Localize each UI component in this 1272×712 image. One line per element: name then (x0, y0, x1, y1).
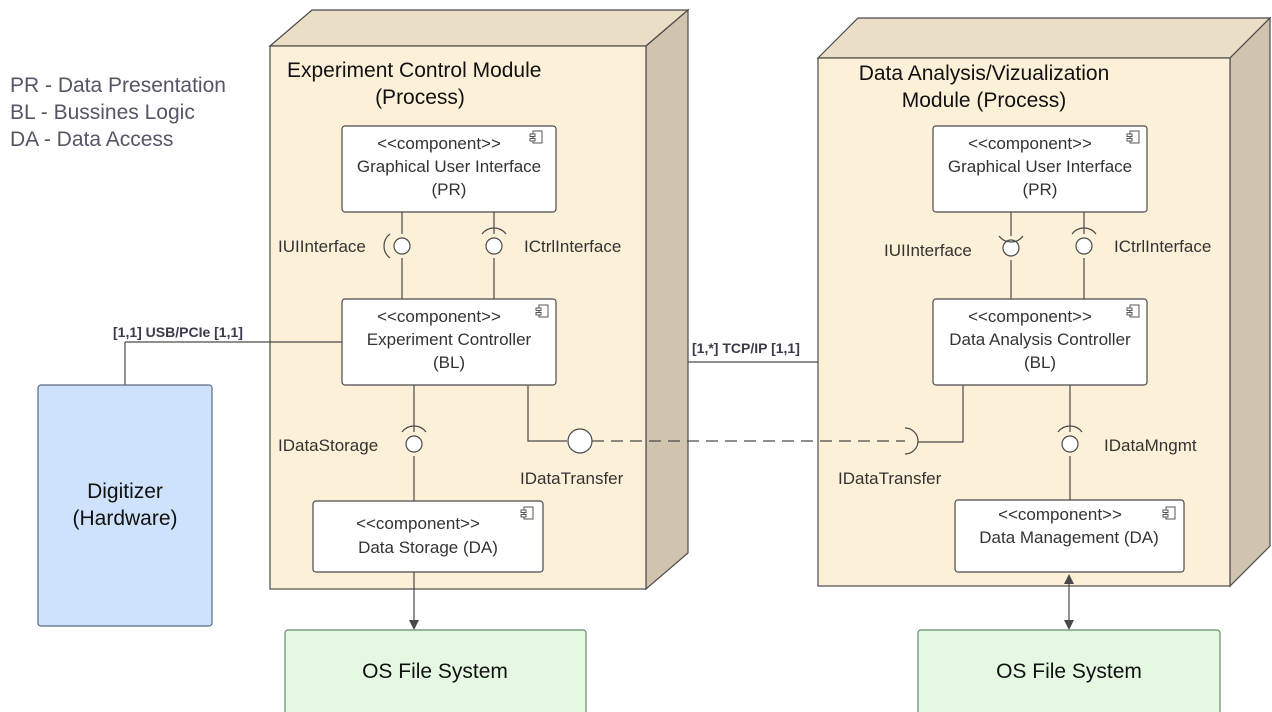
filesystem-label: OS File System (996, 660, 1142, 683)
component-layer: (PR) (432, 180, 467, 199)
component-icon (1126, 304, 1140, 318)
usb-multiplicity-label: [1,1] USB/PCIe [1,1] (113, 324, 243, 340)
interface-ball (393, 237, 411, 255)
legend-line-pr: PR - Data Presentation (10, 74, 226, 97)
node-subtitle: Module (Process) (902, 89, 1067, 112)
filesystem-left[interactable]: OS File System (284, 629, 587, 712)
legend-line-da: DA - Data Access (10, 128, 173, 151)
component-name: Graphical User Interface (948, 157, 1132, 176)
node-title: Data Analysis/Vizualization (859, 62, 1110, 85)
interface-ball (405, 435, 423, 453)
tcp-multiplicity-label: [1,*] TCP/IP [1,1] (692, 340, 800, 356)
interface-ball (1075, 237, 1093, 255)
component-icon (529, 130, 543, 144)
component-layer: (BL) (433, 353, 465, 372)
left-connectors (401, 212, 567, 501)
component-name: Experiment Controller (367, 330, 532, 349)
interface-ball (1002, 239, 1020, 257)
component-stereotype: <<component>> (377, 307, 501, 326)
legend-line-bl: BL - Bussines Logic (10, 101, 195, 124)
node-side-face (1229, 16, 1271, 588)
component-stereotype: <<component>> (968, 307, 1092, 326)
component-stereotype: <<component>> (968, 134, 1092, 153)
component-icon (535, 304, 549, 318)
component-stereotype: <<component>> (998, 505, 1122, 524)
component-data-analysis-controller[interactable]: <<component>> Data Analysis Controller (… (932, 298, 1148, 386)
hardware-name: Digitizer (87, 480, 163, 503)
component-right-gui[interactable]: <<component>> Graphical User Interface (… (932, 125, 1148, 213)
filesystem-label: OS File System (362, 660, 508, 683)
mgmt-fs-bidirectional-arrow (1064, 574, 1074, 630)
component-name: Graphical User Interface (357, 157, 541, 176)
component-left-gui[interactable]: <<component>> Graphical User Interface (… (341, 125, 557, 213)
node-top-face (268, 9, 690, 47)
interface-label-right-ctrl: ICtrlInterface (1114, 237, 1211, 256)
component-stereotype: <<component>> (377, 134, 501, 153)
component-name: Data Management (DA) (979, 528, 1159, 547)
hardware-digitizer[interactable]: Digitizer (Hardware) (37, 341, 342, 627)
interface-symbols (383, 227, 1097, 455)
right-connectors (918, 212, 1085, 500)
interface-ball (485, 237, 503, 255)
interface-label-left-ctrl: ICtrlInterface (524, 237, 621, 256)
storage-to-fs-arrow (409, 572, 419, 630)
interface-label-left-transfer: IDataTransfer (520, 469, 624, 488)
node-top-face (816, 17, 1272, 59)
filesystem-right[interactable]: OS File System (917, 629, 1221, 712)
component-name: Data Storage (DA) (358, 538, 498, 557)
interface-ball (1061, 435, 1079, 453)
interface-ball (567, 428, 593, 454)
interface-label-left-ui: IUIInterface (278, 237, 366, 256)
node-title: Experiment Control Module (287, 59, 541, 82)
node-side-face (645, 8, 689, 591)
component-icon (520, 506, 534, 520)
component-stereotype: <<component>> (356, 514, 480, 533)
component-icon (1126, 130, 1140, 144)
component-data-storage[interactable]: <<component>> Data Storage (DA) (312, 500, 544, 573)
hardware-type: (Hardware) (72, 507, 177, 530)
component-experiment-controller[interactable]: <<component>> Experiment Controller (BL) (341, 298, 557, 386)
interface-label-right-transfer: IDataTransfer (838, 469, 942, 488)
interface-labels: IUIInterface ICtrlInterface IDataStorage… (278, 237, 1211, 488)
component-data-management[interactable]: <<component>> Data Management (DA) (954, 499, 1185, 573)
node-subtitle: (Process) (375, 86, 465, 109)
component-name: Data Analysis Controller (949, 330, 1131, 349)
interface-label-right-mngmt: IDataMngmt (1104, 436, 1197, 455)
component-layer: (PR) (1023, 180, 1058, 199)
interface-label-right-ui: IUIInterface (884, 241, 972, 260)
component-layer: (BL) (1024, 353, 1056, 372)
legend: PR - Data Presentation BL - Bussines Log… (10, 74, 226, 151)
interface-label-left-storage: IDataStorage (278, 436, 378, 455)
component-icon (1162, 506, 1176, 520)
